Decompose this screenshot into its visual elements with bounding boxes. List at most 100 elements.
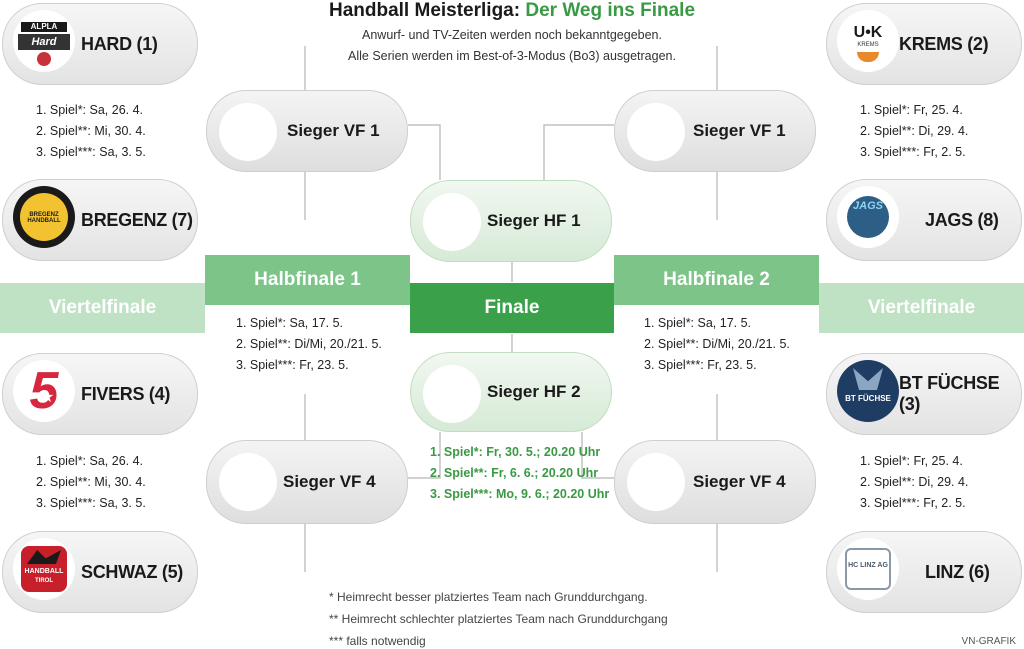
schedule-line: 1. Spiel*: Sa, 26. 4.	[36, 454, 144, 468]
schedule-finale: 1. Spiel*: Fr, 30. 5.; 20.20 Uhr 2. Spie…	[430, 442, 609, 505]
schwaz-logo: HANDBALL TIROL	[13, 538, 75, 600]
team-name-fuechse: BT FÜCHSE (3)	[899, 373, 1000, 414]
jags-logo: JAGS	[837, 186, 899, 248]
winner-vf4-right-label: Sieger VF 4	[693, 472, 786, 491]
winner-vf4-left-placeholder	[219, 453, 277, 511]
schedule-line: 2. Spiel**: Di, 29. 4.	[860, 124, 969, 138]
schedule-line: 1. Spiel*: Sa, 17. 5.	[236, 316, 344, 330]
schedule-line: 2. Spiel**: Fr, 6. 6.; 20.20 Uhr	[430, 466, 599, 480]
winner-vf4-right-placeholder	[627, 453, 685, 511]
schedule-line: 3. Spiel***: Sa, 3. 5.	[36, 496, 146, 510]
schedule-line: 3. Spiel***: Fr, 23. 5.	[644, 358, 757, 372]
schedule-line: 2. Spiel**: Di, 29. 4.	[860, 475, 969, 489]
winner-vf1-right-label: Sieger VF 1	[693, 121, 786, 140]
schedule-line: 1. Spiel*: Fr, 25. 4.	[860, 103, 963, 117]
team-name-schwaz: SCHWAZ (5)	[81, 561, 183, 582]
title-part-2: Der Weg ins Finale	[525, 0, 696, 21]
schedule-line: 1. Spiel*: Fr, 30. 5.; 20.20 Uhr	[430, 445, 601, 459]
credit: VN-GRAFIK	[961, 636, 1016, 647]
band-halbfinale-1: Halbfinale 1	[205, 255, 410, 305]
winner-vf4-left-label: Sieger VF 4	[283, 472, 376, 491]
team-card-schwaz: HANDBALL TIROL SCHWAZ (5)	[2, 531, 198, 613]
team-card-hard: ALPLA Hard HARD (1)	[2, 3, 198, 85]
fivers-logo-text: 5	[29, 362, 59, 420]
team-name-fivers: FIVERS (4)	[81, 383, 171, 404]
schedule-line: 3. Spiel***: Fr, 2. 5.	[860, 145, 966, 159]
band-halbfinale-2: Halbfinale 2	[614, 255, 819, 305]
subtitle-line-1: Anwurf- und TV-Zeiten werden noch bekann…	[362, 28, 662, 42]
schedule-vf4-left: 1. Spiel*: Sa, 26. 4. 2. Spiel**: Mi, 30…	[36, 451, 146, 514]
schedule-line: 2. Spiel**: Mi, 30. 4.	[36, 475, 146, 489]
schedule-line: 3. Spiel***: Sa, 3. 5.	[36, 145, 146, 159]
team-card-fuechse: BT FÜCHSE BT FÜCHSE (3)	[826, 353, 1022, 435]
footnote-1: * Heimrecht besser platziertes Team nach…	[329, 590, 648, 604]
winner-hf2: Sieger HF 2	[410, 352, 612, 432]
team-card-krems: U•K KREMS KREMS (2)	[826, 3, 1022, 85]
schedule-vf1-right: 1. Spiel*: Fr, 25. 4. 2. Spiel**: Di, 29…	[860, 100, 968, 163]
fuechse-logo: BT FÜCHSE	[837, 360, 899, 422]
hard-logo-text: ALPLA	[21, 22, 67, 32]
schwaz-logo-text-2: TIROL	[35, 578, 53, 584]
schedule-line: 1. Spiel*: Fr, 25. 4.	[860, 454, 963, 468]
winner-vf1-left-placeholder	[219, 103, 277, 161]
schedule-line: 3. Spiel***: Fr, 23. 5.	[236, 358, 349, 372]
team-name-linz: LINZ (6)	[925, 561, 990, 582]
hard-logo: ALPLA Hard	[13, 10, 75, 72]
linz-logo: HC LINZ AG	[837, 538, 899, 600]
bregenz-logo-text: BREGENZ HANDBALL	[27, 212, 61, 224]
team-name-krems: KREMS (2)	[899, 33, 989, 54]
schedule-line: 2. Spiel**: Di/Mi, 20./21. 5.	[236, 337, 382, 351]
team-card-jags: JAGS JAGS (8)	[826, 179, 1022, 261]
title-part-1: Handball Meisterliga:	[328, 0, 521, 21]
schedule-hf2: 1. Spiel*: Sa, 17. 5. 2. Spiel**: Di/Mi,…	[644, 313, 790, 376]
winner-vf1-right: Sieger VF 1	[614, 90, 816, 172]
team-name-hard: HARD (1)	[81, 33, 158, 54]
band-finale: Finale	[410, 283, 614, 333]
winner-vf1-left: Sieger VF 1	[206, 90, 408, 172]
team-card-linz: HC LINZ AG LINZ (6)	[826, 531, 1022, 613]
team-name-bregenz: BREGENZ (7)	[81, 209, 193, 230]
winner-vf1-right-placeholder	[627, 103, 685, 161]
winner-hf1-label: Sieger HF 1	[487, 211, 581, 230]
team-card-bregenz: BREGENZ HANDBALL BREGENZ (7)	[2, 179, 198, 261]
schedule-line: 2. Spiel**: Di/Mi, 20./21. 5.	[644, 337, 790, 351]
schedule-vf4-right: 1. Spiel*: Fr, 25. 4. 2. Spiel**: Di, 29…	[860, 451, 968, 514]
hard-logo-mascot-icon	[37, 52, 51, 66]
schedule-line: 3. Spiel***: Mo, 9. 6.; 20.20 Uhr	[430, 487, 610, 501]
krems-logo: U•K KREMS	[837, 10, 899, 72]
krems-logo-text: U•K	[853, 24, 883, 41]
band-viertelfinale-left: Viertelfinale	[0, 283, 205, 333]
linz-logo-text: HC LINZ AG	[848, 562, 888, 569]
winner-hf1-placeholder	[423, 193, 481, 251]
schedule-hf1: 1. Spiel*: Sa, 17. 5. 2. Spiel**: Di/Mi,…	[236, 313, 382, 376]
band-viertelfinale-right: Viertelfinale	[819, 283, 1024, 333]
page-title: Handball Meisterliga: Der Weg ins Finale	[0, 0, 1024, 22]
winner-vf4-right: Sieger VF 4	[614, 440, 816, 524]
schwaz-logo-text: HANDBALL	[24, 568, 64, 575]
subtitle-line-2: Alle Serien werden im Best-of-3-Modus (B…	[348, 49, 676, 63]
fuechse-fox-icon	[853, 368, 883, 390]
fuechse-logo-text: BT FÜCHSE	[845, 394, 891, 403]
winner-hf2-placeholder	[423, 365, 481, 423]
schedule-line: 2. Spiel**: Mi, 30. 4.	[36, 124, 146, 138]
schedule-line: 1. Spiel*: Sa, 17. 5.	[644, 316, 752, 330]
krems-shield-icon	[857, 52, 879, 62]
team-card-fivers: 5 ★ FIVERS (4)	[2, 353, 198, 435]
team-name-jags: JAGS (8)	[925, 209, 999, 230]
schedule-line: 1. Spiel*: Sa, 26. 4.	[36, 103, 144, 117]
schedule-vf1-left: 1. Spiel*: Sa, 26. 4. 2. Spiel**: Mi, 30…	[36, 100, 146, 163]
bregenz-logo: BREGENZ HANDBALL	[13, 186, 75, 248]
winner-vf4-left: Sieger VF 4	[206, 440, 408, 524]
winner-vf1-left-label: Sieger VF 1	[287, 121, 380, 140]
hard-logo-text-2: Hard	[18, 34, 70, 50]
fivers-star-icon: ★	[40, 389, 55, 406]
fivers-logo: 5 ★	[13, 360, 75, 422]
winner-hf1: Sieger HF 1	[410, 180, 612, 262]
krems-logo-text-2: KREMS	[857, 42, 879, 48]
footnote-3: *** falls notwendig	[329, 634, 426, 648]
winner-hf2-label: Sieger HF 2	[487, 382, 581, 401]
footnote-2: ** Heimrecht schlechter platziertes Team…	[329, 612, 668, 626]
schedule-line: 3. Spiel***: Fr, 2. 5.	[860, 496, 966, 510]
jags-logo-text: JAGS	[853, 200, 883, 212]
